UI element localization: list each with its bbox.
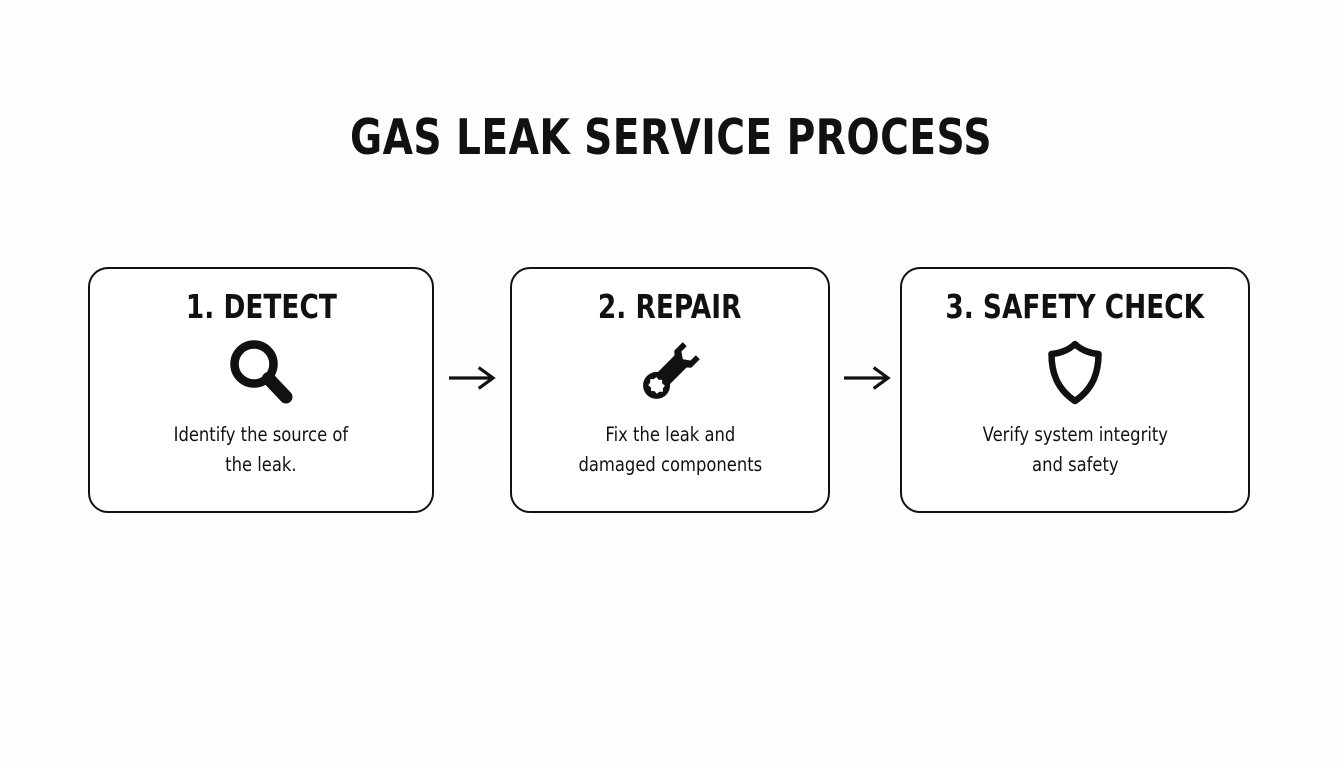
- magnifying-glass-icon: [224, 336, 298, 408]
- step-description: Verify system integrity and safety: [982, 423, 1168, 476]
- page-title: GAS LEAK SERVICE PROCESS: [350, 109, 992, 166]
- shield-icon: [1038, 336, 1112, 408]
- process-flow-row: 1. DETECT Identify the source of the lea…: [88, 267, 1250, 515]
- step-description: Fix the leak and damaged components: [578, 423, 762, 476]
- step-heading: 1. DETECT: [185, 287, 337, 326]
- arrow-right-icon: [448, 366, 496, 390]
- arrow-right-icon: [843, 366, 891, 390]
- step-description: Identify the source of the leak.: [173, 423, 349, 476]
- step-heading: 3. SAFETY CHECK: [945, 287, 1205, 326]
- step-card-repair[interactable]: 2. REPAIR Fix the leak and damaged c: [510, 267, 830, 513]
- wrench-icon: [633, 336, 707, 408]
- step-card-safety-check[interactable]: 3. SAFETY CHECK Verify system integrity …: [900, 267, 1250, 513]
- step-heading: 2. REPAIR: [598, 287, 742, 326]
- step-card-detect[interactable]: 1. DETECT Identify the source of the lea…: [88, 267, 434, 513]
